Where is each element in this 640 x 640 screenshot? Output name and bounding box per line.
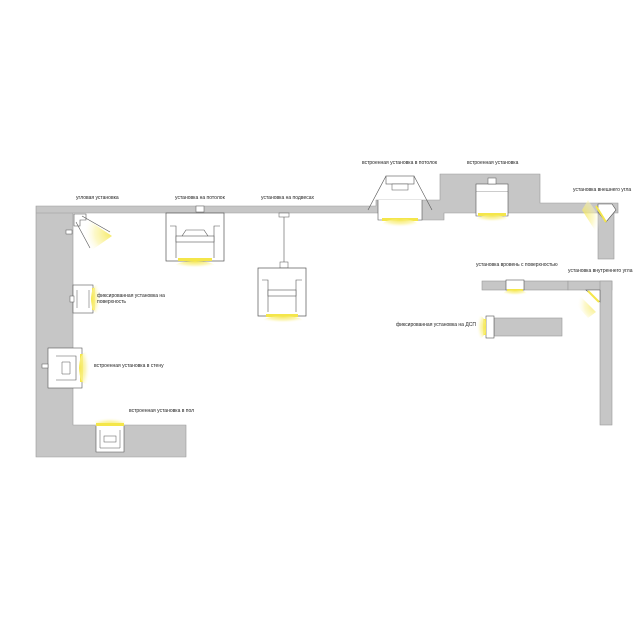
flush-surface-profile xyxy=(481,279,569,298)
recessed-install-profile xyxy=(475,177,509,225)
label-suspension-install: установка на подвесах xyxy=(261,195,315,201)
surface-fixed-profile xyxy=(69,284,103,314)
chipboard-fixed-profile xyxy=(474,315,563,339)
label-surface-fixed: фиксированная установка на поверхность xyxy=(97,293,165,305)
recessed-floor-profile xyxy=(94,414,126,453)
suspension-install-profile xyxy=(257,212,307,326)
inner-corner-structure xyxy=(567,280,613,426)
label-recessed-wall: встроенная установка в стену xyxy=(94,363,164,369)
label-inner-corner: установка внутреннего угла xyxy=(568,268,633,274)
label-corner-install: угловая установка xyxy=(76,195,119,201)
label-recessed-install: встроенная установка xyxy=(467,160,519,166)
label-ceiling-install: установка на потолок xyxy=(175,195,225,201)
corner-install-profile xyxy=(65,213,112,250)
main-wall-structure xyxy=(35,173,619,458)
label-chipboard-fixed: фиксированная установка на ДСП xyxy=(396,322,476,328)
recessed-ceiling-profile xyxy=(367,175,433,231)
ceiling-install-profile xyxy=(165,205,225,271)
label-flush-surface: установка вровень с поверхностью xyxy=(476,262,558,268)
label-recessed-floor: встроенная установка в пол xyxy=(129,408,195,414)
label-outer-corner: установка внешнего угла xyxy=(573,187,632,193)
outer-corner-structure xyxy=(582,200,617,260)
label-recessed-ceiling: встроенная установка в потолок xyxy=(362,160,438,166)
recessed-wall-profile xyxy=(41,347,93,389)
